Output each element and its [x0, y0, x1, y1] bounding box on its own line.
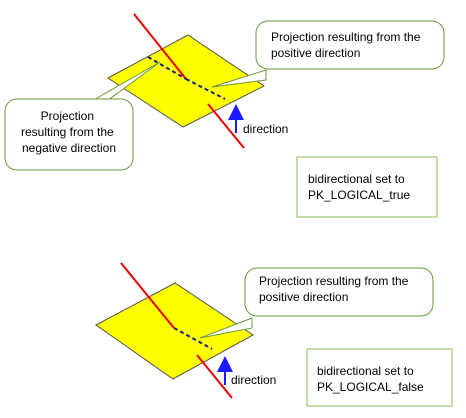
top-projection-positive	[185, 78, 226, 100]
top-setting-box	[296, 156, 438, 218]
bottom-setting-box	[306, 348, 453, 407]
top-projection-negative	[147, 56, 187, 80]
top-line-lower	[207, 103, 245, 149]
top-line-upper	[133, 13, 187, 80]
top-callout-positive	[255, 20, 445, 70]
top-setting-text: bidirectional set to PK_LOGICAL_true	[308, 172, 410, 202]
bottom-direction-label: direction	[231, 373, 276, 387]
bottom-callout-positive	[244, 267, 434, 317]
top-direction-label: direction	[243, 122, 288, 136]
bottom-callout-positive-pointer	[199, 317, 253, 339]
bottom-setting-text: bidirectional set to PK_LOGICAL_false	[317, 364, 424, 394]
bottom-line-lower	[196, 354, 233, 399]
bottom-projection-positive	[173, 327, 213, 350]
top-callout-positive-pointer	[211, 69, 267, 88]
top-callout-negative	[4, 98, 134, 171]
top-diagram: direction Projection resulting from the …	[4, 13, 445, 218]
bottom-line-upper	[120, 262, 175, 329]
top-callout-negative-text: Projection resulting from the negative d…	[21, 109, 117, 155]
bottom-callout-positive-text: Projection resulting from the positive d…	[259, 274, 412, 304]
top-callout-positive-text: Projection resulting from the positive d…	[271, 30, 424, 60]
bottom-diagram: direction Projection resulting from the …	[95, 262, 453, 407]
